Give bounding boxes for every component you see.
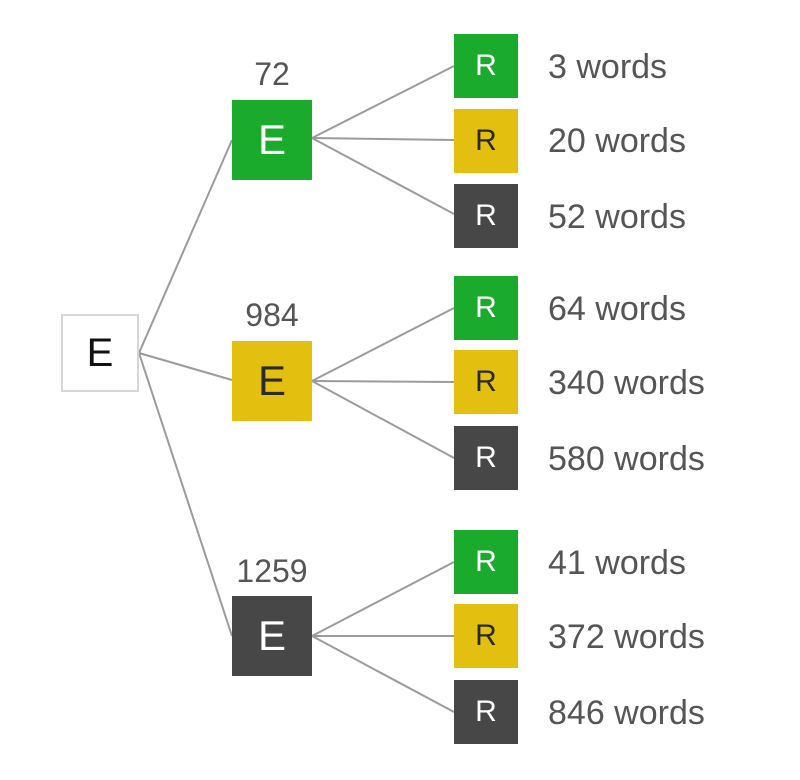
edge-root-to-group-3 bbox=[138, 352, 233, 637]
group-3-leaf-1-letter: R bbox=[475, 545, 497, 578]
edge-group-2-to-leaf-2 bbox=[311, 380, 455, 383]
group-1-leaf-2-letter: R bbox=[475, 124, 497, 157]
group-2-leaf-1-letter: R bbox=[475, 291, 497, 324]
edges-root-to-groups bbox=[138, 139, 233, 637]
root-letter: E bbox=[86, 330, 114, 375]
edges-group-3-to-leaves bbox=[311, 561, 455, 713]
edge-group-2-to-leaf-3 bbox=[311, 380, 455, 459]
group-1-letter-tile: E bbox=[232, 100, 312, 180]
edges-group-1-to-leaves bbox=[311, 65, 455, 215]
edge-root-to-group-2 bbox=[138, 352, 233, 381]
group-1-leaf-2-tile: R bbox=[454, 109, 518, 173]
group-3-leaf-3-tile: R bbox=[454, 680, 518, 744]
group-3-leaf-3-word-count: 846 words bbox=[548, 694, 705, 732]
group-3-leaf-1-tile: R bbox=[454, 530, 518, 594]
group-3-leaf-2-word-count: 372 words bbox=[548, 618, 705, 656]
group-3-leaf-2-tile: R bbox=[454, 604, 518, 668]
group-2-count: 984 bbox=[245, 297, 299, 333]
group-2-leaf-1-tile: R bbox=[454, 276, 518, 340]
group-2-leaf-2-word-count: 340 words bbox=[548, 364, 705, 402]
group-1-leaf-3-letter: R bbox=[475, 199, 497, 232]
group-3-count: 1259 bbox=[236, 553, 308, 589]
edge-root-to-group-1 bbox=[138, 139, 233, 354]
group-3-leaf-1-word-count: 41 words bbox=[548, 544, 686, 582]
group-2-leaf-3-letter: R bbox=[475, 441, 497, 474]
group-3-letter-tile: E bbox=[232, 596, 312, 676]
group-1-leaf-3-word-count: 52 words bbox=[548, 198, 686, 236]
root-letter-tile: E bbox=[61, 314, 139, 392]
group-2-letter: E bbox=[257, 357, 286, 404]
group-1-count: 72 bbox=[254, 56, 290, 92]
group-1-letter: E bbox=[257, 116, 286, 163]
edge-group-3-to-leaf-3 bbox=[311, 635, 455, 713]
group-2-leaf-2-tile: R bbox=[454, 350, 518, 414]
group-1-leaf-3-tile: R bbox=[454, 184, 518, 248]
group-1-leaf-1-letter: R bbox=[475, 49, 497, 82]
group-3-leaf-2-letter: R bbox=[475, 619, 497, 652]
group-2-leaf-2-letter: R bbox=[475, 365, 497, 398]
group-1-leaf-1-word-count: 3 words bbox=[548, 48, 668, 86]
group-3-letter: E bbox=[257, 612, 286, 659]
edge-group-3-to-leaf-1 bbox=[311, 561, 455, 637]
edge-group-2-to-leaf-1 bbox=[311, 307, 455, 382]
group-2-leaf-1-word-count: 64 words bbox=[548, 290, 686, 328]
edge-group-1-to-leaf-3 bbox=[311, 137, 455, 215]
group-2-leaf-3-tile: R bbox=[454, 426, 518, 490]
group-1-leaf-2-word-count: 20 words bbox=[548, 122, 686, 160]
edge-group-1-to-leaf-2 bbox=[311, 137, 455, 141]
edges-group-2-to-leaves bbox=[311, 307, 455, 459]
group-1-leaf-1-tile: R bbox=[454, 34, 518, 98]
edge-group-1-to-leaf-1 bbox=[311, 65, 455, 139]
group-3-leaf-3-letter: R bbox=[475, 695, 497, 728]
group-2-letter-tile: E bbox=[232, 341, 312, 421]
group-2-leaf-3-word-count: 580 words bbox=[548, 440, 705, 478]
